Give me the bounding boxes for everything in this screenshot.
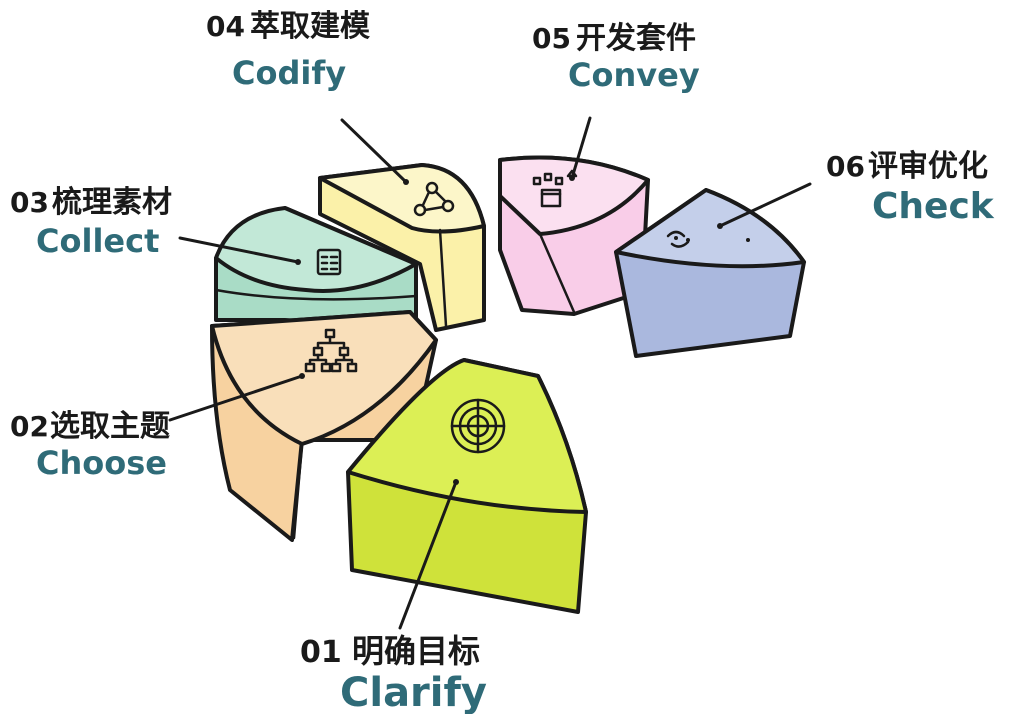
label-step-codify: 04 萃取建模 Codify xyxy=(206,9,370,92)
step-04-title-en: Codify xyxy=(232,54,346,92)
step-02-number: 02 xyxy=(10,410,49,443)
label-step-choose: 02 选取主题 Choose xyxy=(10,409,170,482)
step-02-title-zh: 选取主题 xyxy=(50,409,170,444)
slice-collect xyxy=(214,206,418,330)
leader-line-check xyxy=(718,182,812,228)
step-04-title-zh: 萃取建模 xyxy=(250,9,370,44)
step-03-title-en: Collect xyxy=(36,222,159,260)
leader-line-clarify xyxy=(398,480,458,630)
step-02-title-en: Choose xyxy=(36,444,167,482)
slice-convey xyxy=(498,155,650,316)
step-01-title-en: Clarify xyxy=(340,670,487,714)
review-icon xyxy=(666,230,750,248)
step-01-number: 01 xyxy=(300,635,342,670)
step-04-number: 04 xyxy=(206,10,245,43)
leader-dot-check xyxy=(717,223,723,229)
leader-dot-collect xyxy=(295,259,301,265)
label-step-convey: 05 开发套件 Convey xyxy=(532,21,700,94)
slice-codify xyxy=(318,163,486,332)
step-06-title-zh: 评审优化 xyxy=(868,149,988,184)
target-icon xyxy=(450,398,506,454)
slice-clarify xyxy=(346,358,588,614)
label-step-clarify: 01 明确目标 Clarify xyxy=(300,632,487,714)
step-06-title-en: Check xyxy=(872,186,995,227)
step-01-title-zh: 明确目标 xyxy=(352,632,480,670)
step-03-number: 03 xyxy=(10,186,49,219)
leader-line-codify xyxy=(340,118,408,184)
slice-choose xyxy=(210,310,438,542)
network-icon xyxy=(413,181,455,217)
hierarchy-icon xyxy=(304,328,358,373)
leader-dot-codify xyxy=(403,179,409,185)
label-step-check: 06 评审优化 Check xyxy=(826,149,995,227)
leader-dot-clarify xyxy=(453,479,459,485)
list-icon xyxy=(316,248,342,276)
step-03-title-zh: 梳理素材 xyxy=(52,185,172,220)
step-05-number: 05 xyxy=(532,22,571,55)
leader-line-convey xyxy=(570,116,592,180)
label-step-collect: 03 梳理素材 Collect xyxy=(10,185,172,260)
leader-line-choose xyxy=(168,374,304,422)
leader-dot-choose xyxy=(299,373,305,379)
step-05-title-zh: 开发套件 xyxy=(576,21,696,56)
leader-line-collect xyxy=(178,236,300,264)
leader-dot-convey xyxy=(569,175,575,181)
step-05-title-en: Convey xyxy=(568,56,700,94)
slice-check xyxy=(614,188,806,358)
step-06-number: 06 xyxy=(826,150,865,183)
